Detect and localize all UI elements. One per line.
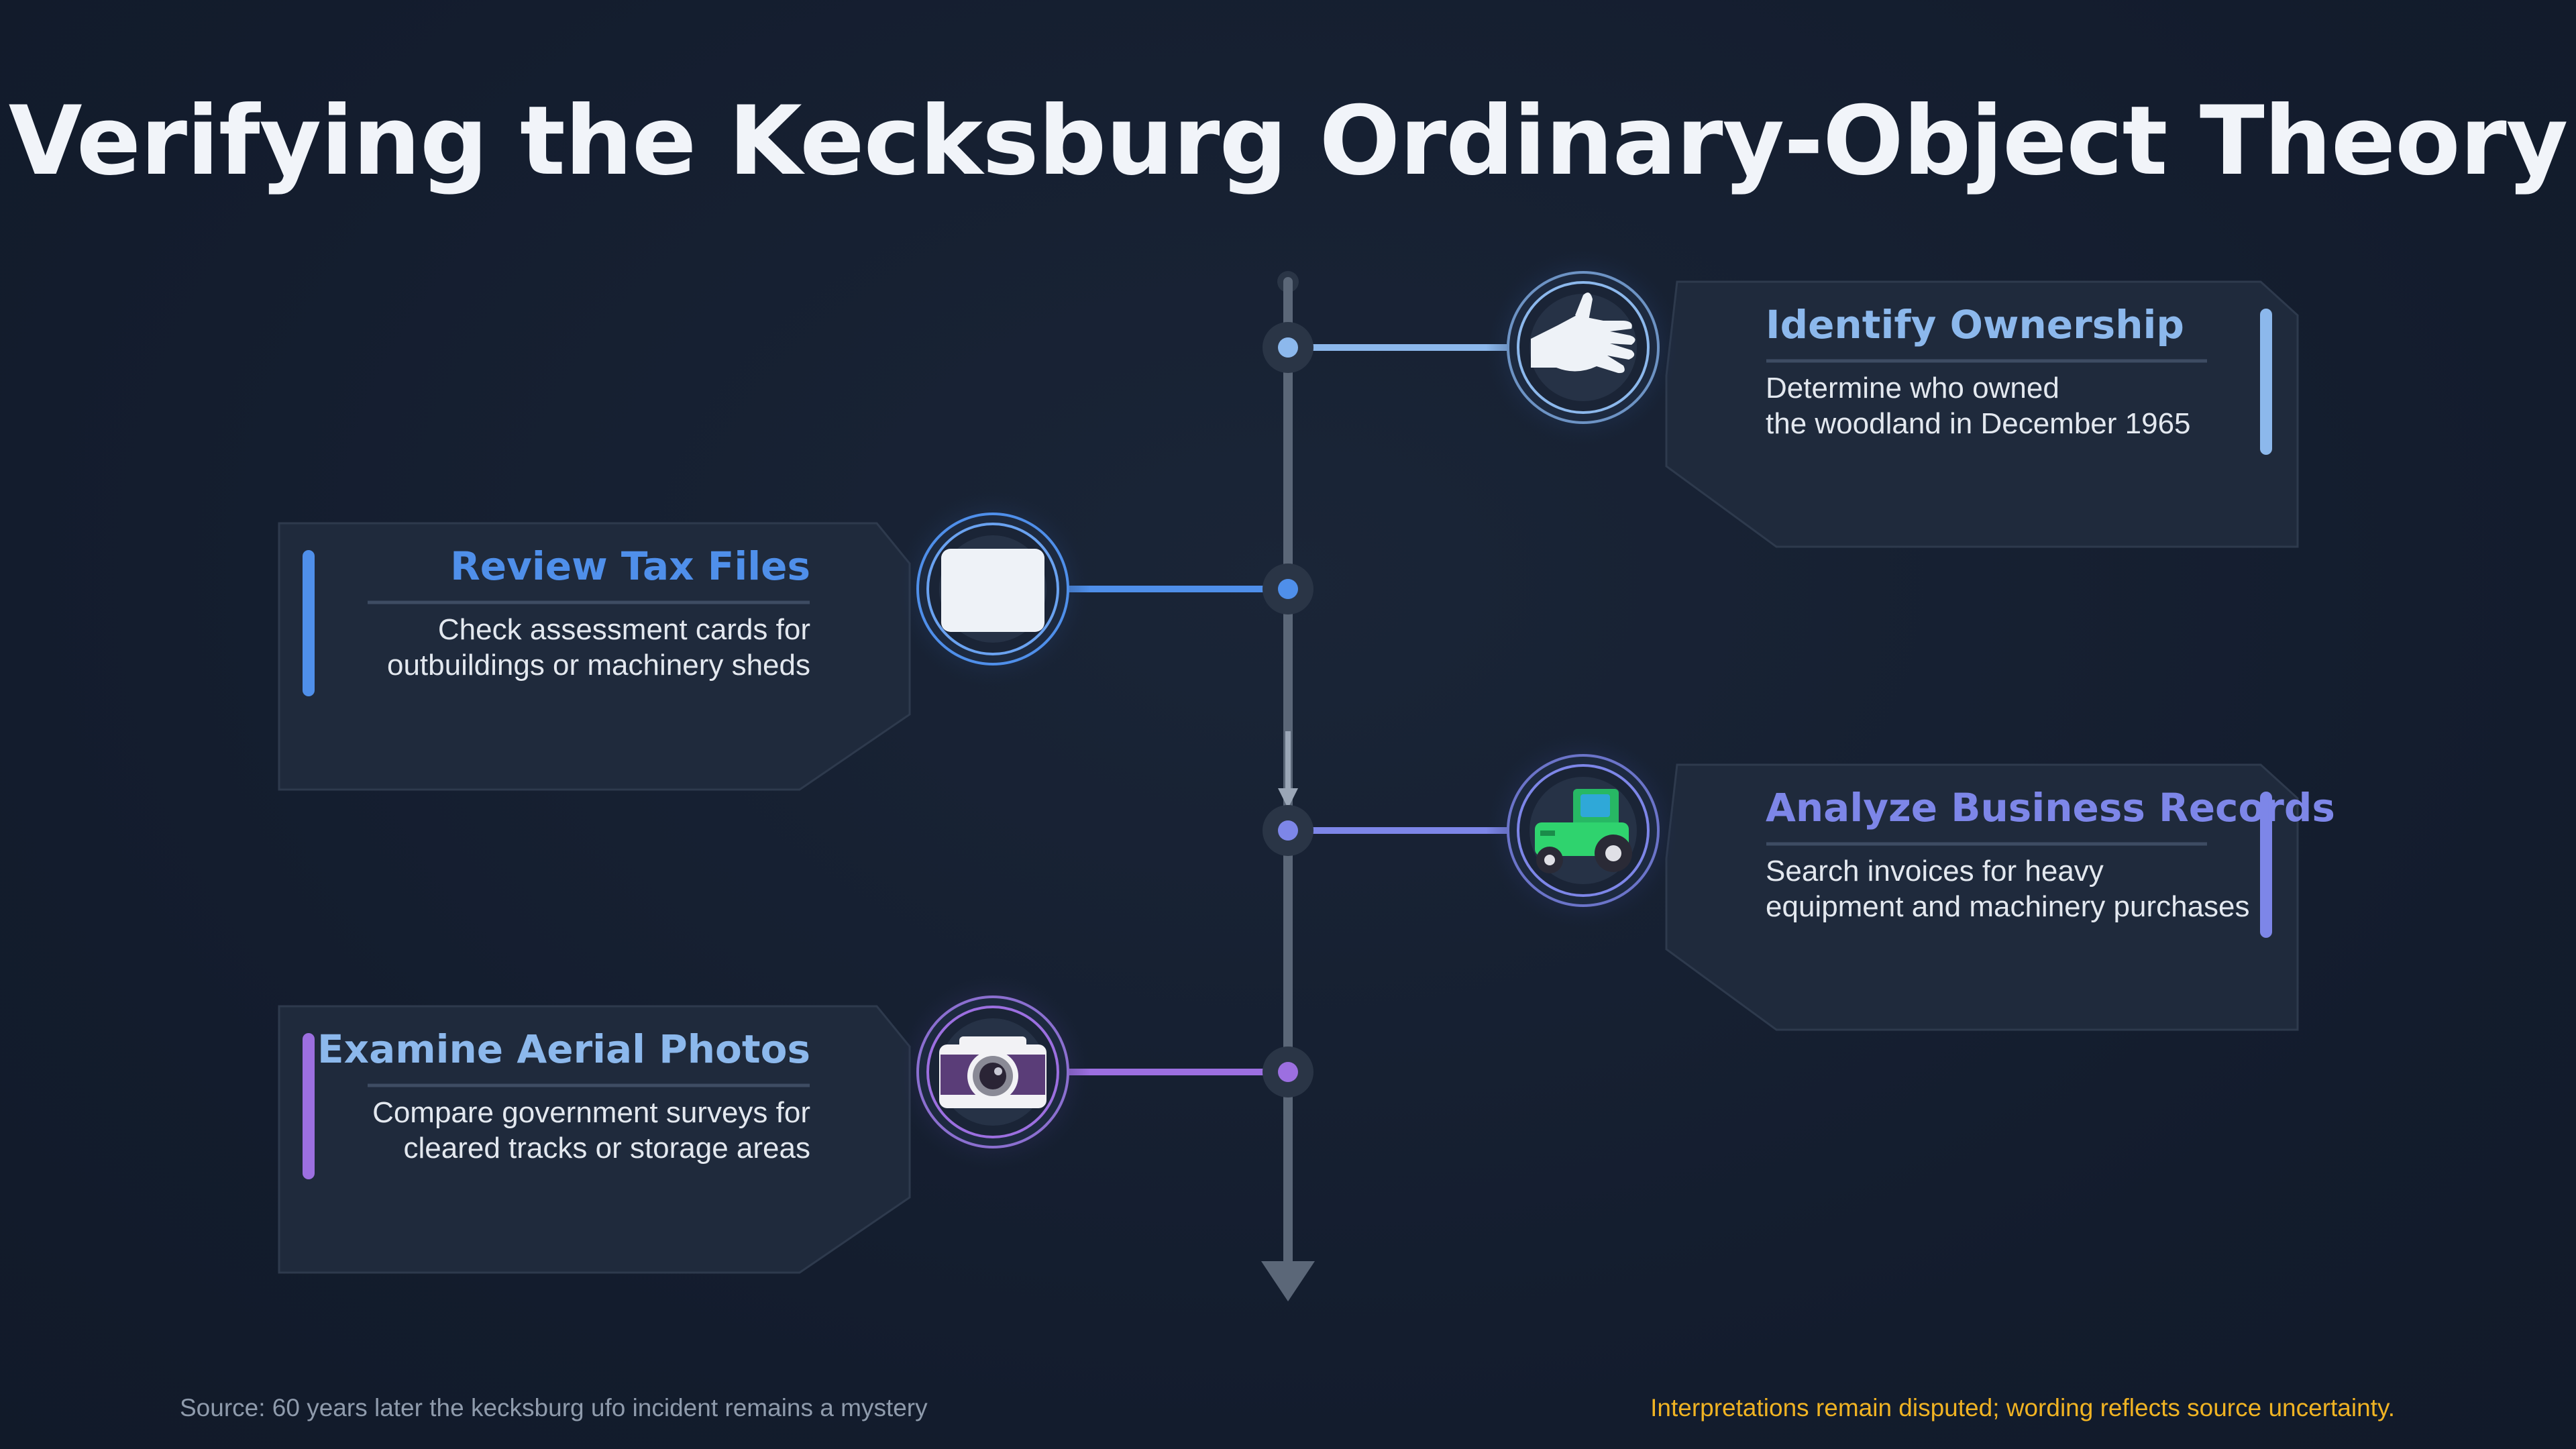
step-description: Search invoices for heavy equipment and … <box>1766 855 2250 923</box>
source-note: Source: 60 years later the kecksburg ufo… <box>180 1394 928 1421</box>
page-title: Verifying the Kecksburg Ordinary-Object … <box>8 86 2569 197</box>
connector-identify-ownership <box>1263 322 1516 373</box>
step-card-analyze-business-records <box>1665 763 2299 1031</box>
step-review-tax-files: Review Tax Files Check assessment cards … <box>387 543 810 683</box>
step-description: Compare government surveys for cleared t… <box>372 1096 810 1165</box>
step-title: Review Tax Files <box>450 543 810 589</box>
connector-review-tax-files <box>1060 564 1313 614</box>
step-description: Determine who owned the woodland in Dece… <box>1766 372 2191 440</box>
badge-analyze-business-records <box>1486 733 1680 928</box>
step-title: Examine Aerial Photos <box>317 1026 810 1072</box>
step-examine-aerial-photos: Examine Aerial Photos Compare government… <box>317 1026 810 1166</box>
step-title: Identify Ownership <box>1766 302 2184 347</box>
badge-identify-ownership <box>1486 250 1680 445</box>
step-description: Check assessment cards for outbuildings … <box>386 613 810 682</box>
step-card-examine-aerial-photos <box>278 1005 911 1274</box>
hand-icon <box>1531 292 1635 374</box>
badge-review-tax-files <box>896 492 1090 686</box>
badge-examine-aerial-photos <box>896 975 1090 1169</box>
spine-arrowhead <box>1261 1261 1315 1301</box>
step-identify-ownership: Identify Ownership Determine who owned t… <box>1766 302 2191 441</box>
step-analyze-business-records: Analyze Business Records Search invoices… <box>1766 785 2335 924</box>
connector-examine-aerial-photos <box>1060 1046 1313 1097</box>
step-title: Analyze Business Records <box>1766 785 2335 830</box>
step-card-review-tax-files <box>278 522 911 791</box>
document-icon <box>941 549 1044 632</box>
camera-icon <box>939 1036 1046 1108</box>
tractor-icon <box>1535 789 1632 873</box>
connector-analyze-business-records <box>1263 805 1516 856</box>
timeline-spine <box>1261 271 1315 1301</box>
disclaimer-note: Interpretations remain disputed; wording… <box>1650 1394 2395 1421</box>
